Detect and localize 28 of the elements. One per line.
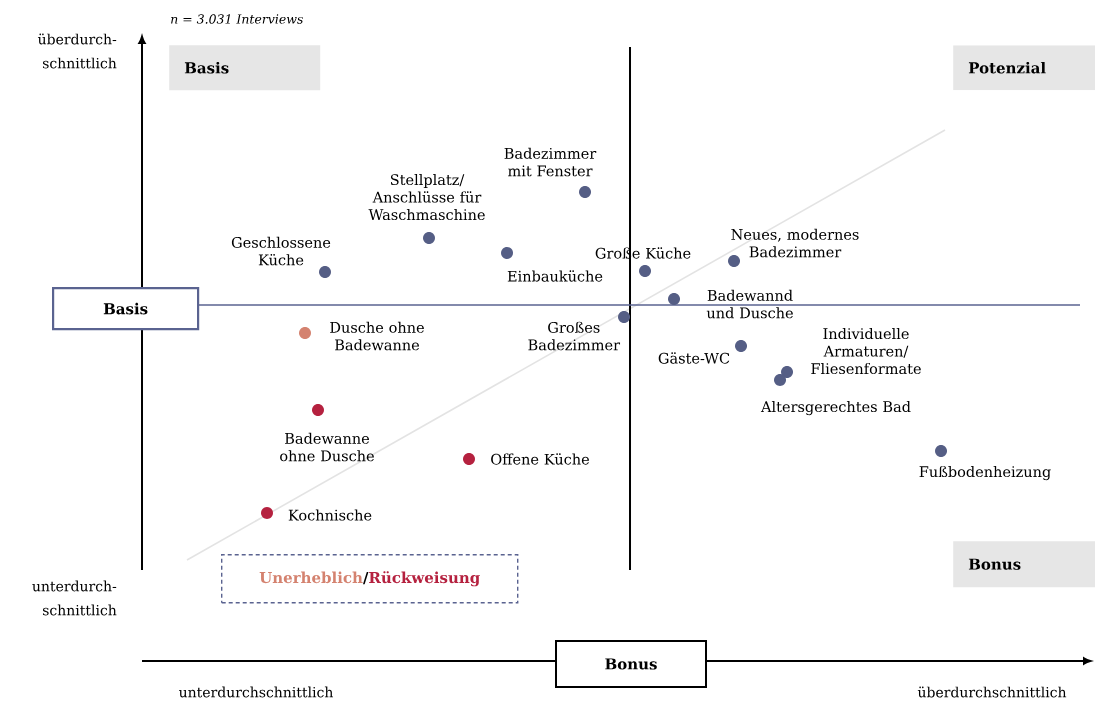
point-label: Badewanne ohne Dusche bbox=[280, 432, 374, 462]
point-label: Dusche ohne Badewanne bbox=[330, 321, 424, 351]
point-label: Einbauküche bbox=[507, 270, 603, 282]
axis-label: überdurch- schnittlich bbox=[37, 33, 117, 69]
axis-box: Basis bbox=[52, 287, 200, 331]
axis-label: unterdurchschnittlich bbox=[179, 686, 333, 698]
point-label: Geschlossene Küche bbox=[231, 236, 331, 266]
legend-separator: / bbox=[362, 572, 369, 585]
axis-label: überdurchschnittlich bbox=[917, 686, 1067, 698]
axis-box: Bonus bbox=[555, 640, 707, 688]
point-label: Stellplatz/ Anschlüsse für Waschmaschine bbox=[368, 173, 485, 221]
point-label: Badewannd und Dusche bbox=[706, 289, 793, 319]
sample-size-note: n = 3.031 Interviews bbox=[171, 14, 303, 24]
point-label: Offene Küche bbox=[491, 453, 589, 465]
legend-entry: Rückweisung bbox=[369, 571, 480, 587]
point-label: Fußbodenheizung bbox=[919, 465, 1051, 481]
quadrant-label: Potenzial bbox=[953, 45, 1095, 91]
point-label: Großes Badezimmer bbox=[528, 321, 621, 351]
point-label: Badezimmer mit Fenster bbox=[504, 147, 597, 177]
point-label: Kochnische bbox=[288, 509, 372, 521]
quadrant-label: Bonus bbox=[953, 541, 1095, 588]
point-label: Neues, modernes Badezimmer bbox=[731, 228, 859, 258]
axis-label: unterdurch- schnittlich bbox=[32, 580, 117, 616]
point-label: Altersgerechtes Bad bbox=[760, 400, 911, 416]
point-label: Individuelle Armaturen/ Fliesenformate bbox=[811, 327, 921, 375]
quadrant-label: Basis bbox=[169, 45, 321, 91]
legend-entry: Unerheblich bbox=[259, 571, 363, 584]
point-label: Gäste-WC bbox=[658, 352, 730, 364]
